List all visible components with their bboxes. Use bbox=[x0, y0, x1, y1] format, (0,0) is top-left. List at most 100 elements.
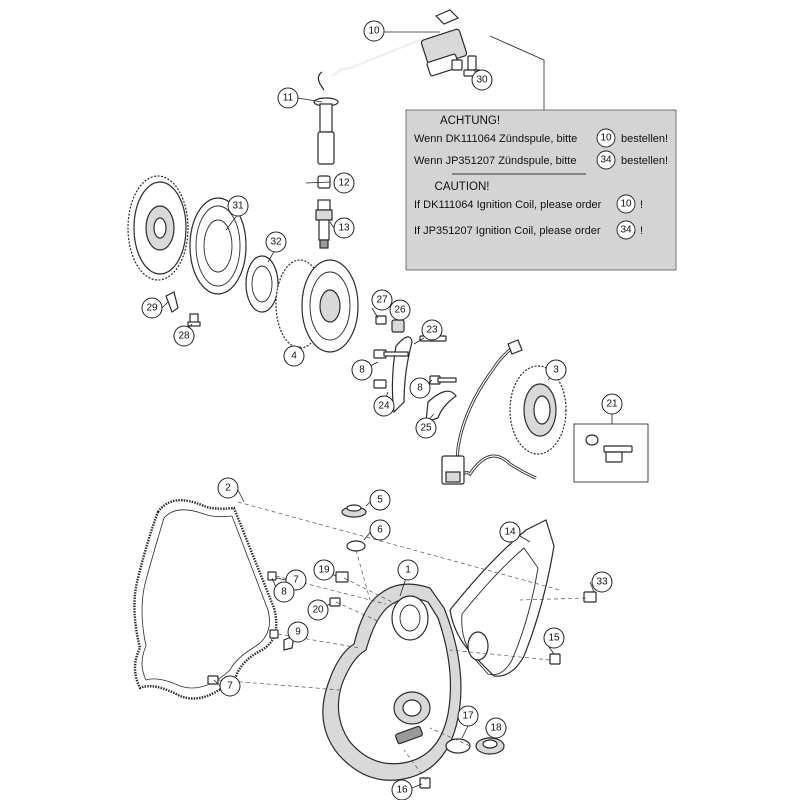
stator-harness bbox=[441, 339, 537, 485]
callout-2: 2 bbox=[217, 477, 239, 499]
notice-de-line2-suffix: bestellen! bbox=[621, 155, 668, 167]
svg-text:13: 13 bbox=[338, 223, 350, 234]
notice-de-title: ACHTUNG! bbox=[440, 115, 500, 127]
callout-1: 1 bbox=[397, 559, 419, 581]
notice-en-title: CAUTION! bbox=[435, 181, 490, 193]
svg-text:16: 16 bbox=[396, 785, 408, 796]
callout-4: 4 bbox=[283, 345, 305, 367]
callout-8a: 8 bbox=[351, 359, 373, 381]
callout-26: 26 bbox=[389, 299, 411, 321]
callout-27: 27 bbox=[371, 289, 393, 311]
callout-20: 20 bbox=[307, 599, 329, 621]
callout-6: 6 bbox=[369, 519, 391, 541]
svg-text:9: 9 bbox=[295, 627, 301, 638]
svg-text:4: 4 bbox=[291, 351, 297, 362]
svg-text:20: 20 bbox=[312, 605, 324, 616]
svg-text:12: 12 bbox=[338, 178, 350, 189]
svg-text:25: 25 bbox=[420, 423, 432, 434]
svg-text:19: 19 bbox=[318, 565, 330, 576]
bracket-screw bbox=[187, 313, 201, 327]
callout-17: 17 bbox=[457, 705, 479, 727]
callout-18: 18 bbox=[485, 717, 507, 739]
svg-text:33: 33 bbox=[596, 577, 608, 588]
svg-text:14: 14 bbox=[504, 527, 516, 538]
ignition-coil bbox=[331, 9, 468, 77]
notice-en-line1-suffix: ! bbox=[640, 199, 643, 211]
notice-en-line2: If JP351207 Ignition Coil, please order bbox=[414, 225, 601, 237]
callout-28: 28 bbox=[173, 325, 195, 347]
svg-text:26: 26 bbox=[394, 305, 406, 316]
notice-de-line1-suffix: bestellen! bbox=[621, 133, 668, 145]
svg-text:6: 6 bbox=[377, 525, 383, 536]
callout-31: 31 bbox=[227, 195, 249, 217]
inspection-o-ring bbox=[445, 738, 471, 754]
callout-24: 24 bbox=[373, 395, 395, 417]
guide-bolts bbox=[373, 349, 457, 389]
svg-text:23: 23 bbox=[426, 325, 438, 336]
callout-13: 13 bbox=[333, 217, 355, 239]
callout-7b: 7 bbox=[219, 675, 241, 697]
svg-text:7: 7 bbox=[293, 575, 299, 586]
cover-gasket bbox=[133, 499, 278, 700]
notice-en-line2-ref: 34 bbox=[620, 225, 632, 236]
bracket bbox=[165, 291, 179, 313]
svg-text:8: 8 bbox=[417, 383, 423, 394]
notice-de-line1-ref: 10 bbox=[600, 133, 612, 144]
svg-text:3: 3 bbox=[553, 365, 559, 376]
spark-plug-cap bbox=[313, 71, 339, 165]
notice-de-line1: Wenn DK111064 Zündspule, bitte bbox=[414, 133, 577, 145]
callout-33: 33 bbox=[591, 571, 613, 593]
callout-32: 32 bbox=[265, 231, 287, 253]
callout-11: 11 bbox=[277, 87, 299, 109]
spark-plug bbox=[315, 199, 333, 249]
freewheel-ring bbox=[245, 255, 279, 313]
svg-text:8: 8 bbox=[281, 587, 287, 598]
callout-19: 19 bbox=[313, 559, 335, 581]
svg-text:31: 31 bbox=[232, 201, 244, 212]
rotor-nut bbox=[375, 315, 387, 325]
svg-text:5: 5 bbox=[377, 495, 383, 506]
callout-8b: 8 bbox=[409, 377, 431, 399]
svg-text:18: 18 bbox=[490, 723, 502, 734]
callout-14: 14 bbox=[499, 521, 521, 543]
svg-text:8: 8 bbox=[359, 365, 365, 376]
rotor-bolt bbox=[391, 319, 405, 333]
ignition-cover bbox=[322, 583, 462, 781]
svg-text:28: 28 bbox=[178, 331, 190, 342]
rotor bbox=[275, 259, 359, 353]
notice-en-line2-suffix: ! bbox=[640, 225, 643, 237]
stator bbox=[509, 365, 567, 455]
notice-en-line1: If DK111064 Ignition Coil, please order bbox=[414, 199, 602, 211]
callouts: 10 30 11 12 13 31 32 4 27 26 29 28 23 8 … bbox=[141, 20, 623, 800]
callout-8c: 8 bbox=[273, 581, 295, 603]
callout-10: 10 bbox=[363, 20, 385, 42]
callout-12: 12 bbox=[333, 172, 355, 194]
notice-de-line2-ref: 34 bbox=[600, 155, 612, 166]
callout-25: 25 bbox=[415, 417, 437, 439]
callout-5: 5 bbox=[369, 489, 391, 511]
plug-o-ring bbox=[346, 540, 366, 552]
callout-21: 21 bbox=[601, 393, 623, 415]
cover-plug bbox=[341, 504, 367, 518]
sprocket-cover bbox=[449, 519, 555, 677]
svg-text:15: 15 bbox=[548, 633, 560, 644]
svg-text:21: 21 bbox=[606, 399, 618, 410]
callout-15: 15 bbox=[543, 627, 565, 649]
svg-text:30: 30 bbox=[476, 75, 488, 86]
callout-9: 9 bbox=[287, 621, 309, 643]
svg-text:2: 2 bbox=[225, 483, 231, 494]
svg-text:17: 17 bbox=[462, 711, 474, 722]
cover-bolts bbox=[207, 571, 597, 789]
svg-text:24: 24 bbox=[378, 401, 390, 412]
svg-text:27: 27 bbox=[376, 295, 388, 306]
callout-16: 16 bbox=[391, 779, 413, 800]
callout-30: 30 bbox=[471, 69, 493, 91]
callout-23: 23 bbox=[421, 319, 443, 341]
alignment-lines bbox=[217, 501, 587, 781]
svg-text:10: 10 bbox=[368, 26, 380, 37]
starter-gear bbox=[127, 175, 189, 281]
inspection-cap bbox=[475, 737, 505, 755]
svg-text:11: 11 bbox=[283, 93, 294, 104]
notice-en-line1-ref: 10 bbox=[620, 199, 632, 210]
svg-text:32: 32 bbox=[270, 237, 282, 248]
